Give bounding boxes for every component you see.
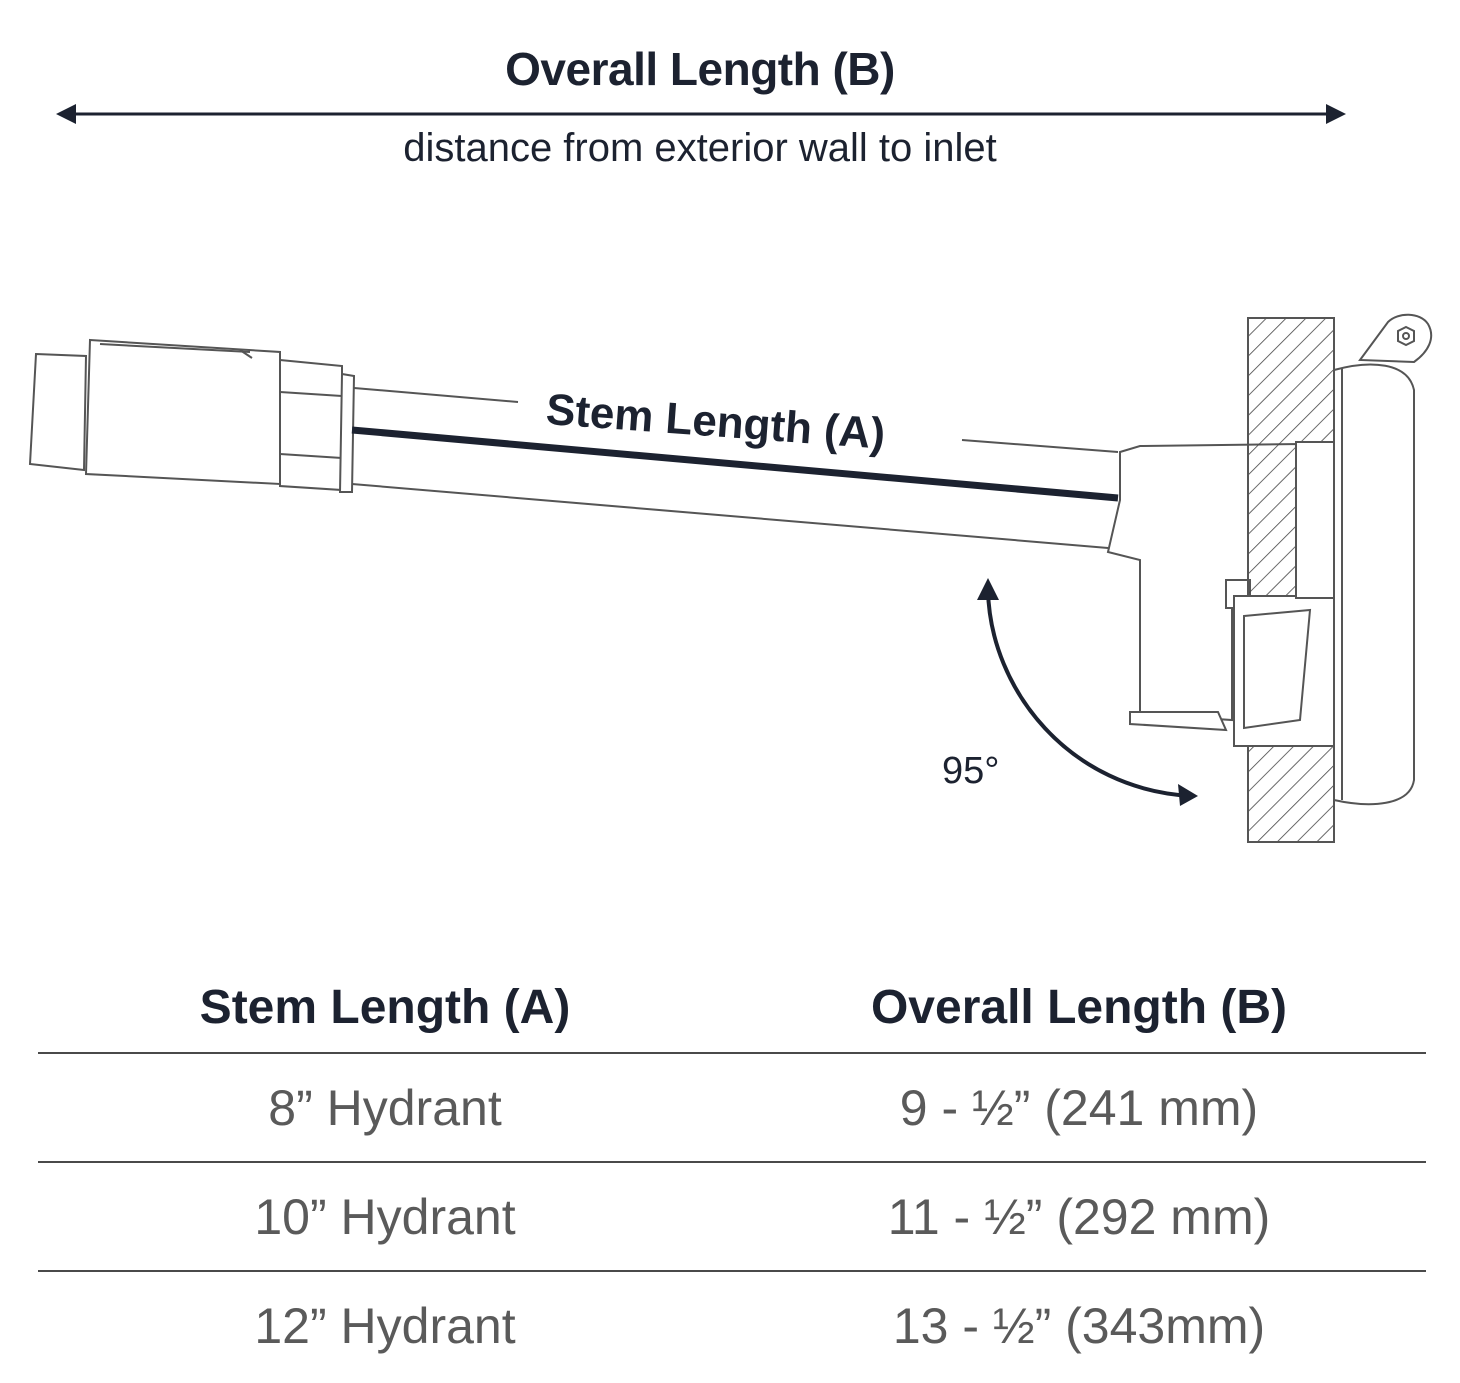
stem-length-cell: 8” Hydrant (38, 1053, 732, 1163)
diagram-art (28, 104, 1433, 843)
overall-length-cell: 9 - ½” (241 mm) (732, 1053, 1426, 1163)
stem-length-cell: 12” Hydrant (254, 1297, 516, 1354)
table-header-row: Stem Length (A) Overall Length (B) (38, 962, 1426, 1054)
inlet-body (84, 338, 281, 486)
header-stem-length: Stem Length (A) (38, 962, 732, 1054)
rotation-arrowhead-top (977, 578, 999, 600)
hydrant-drawing (28, 313, 1433, 843)
inlet-end (28, 352, 88, 472)
table-row: 12” Hydrant 13 - ½” (343mm) (38, 1271, 1426, 1379)
overall-length-cell: 11 - ½” (292 mm) (732, 1162, 1426, 1272)
rotation-angle-label: 95° (942, 750, 1000, 792)
rotation-arc (986, 589, 1193, 798)
overall-length-title: Overall Length (B) (505, 43, 895, 95)
faceplate (1333, 363, 1415, 806)
overall-length-subtitle: distance from exterior wall to inlet (403, 126, 997, 170)
table-row: 8” Hydrant 9 - ½” (241 mm) (38, 1053, 1426, 1163)
overall-length-cell: 13 - ½” (343mm) (892, 1297, 1266, 1354)
overall-length-arrow (56, 104, 1346, 124)
length-spec-table: Stem Length (A) Overall Length (B) 8” Hy… (38, 962, 1426, 1379)
table-row: 10” Hydrant 11 - ½” (292 mm) (38, 1162, 1426, 1272)
stem-length-line (351, 426, 1119, 502)
inlet-coupling (279, 358, 343, 492)
header-overall-length: Overall Length (B) (732, 962, 1426, 1054)
stem-length-cell: 10” Hydrant (38, 1162, 732, 1272)
rotation-arrowhead-right (1178, 784, 1198, 806)
vacuum-cap (1358, 313, 1433, 364)
